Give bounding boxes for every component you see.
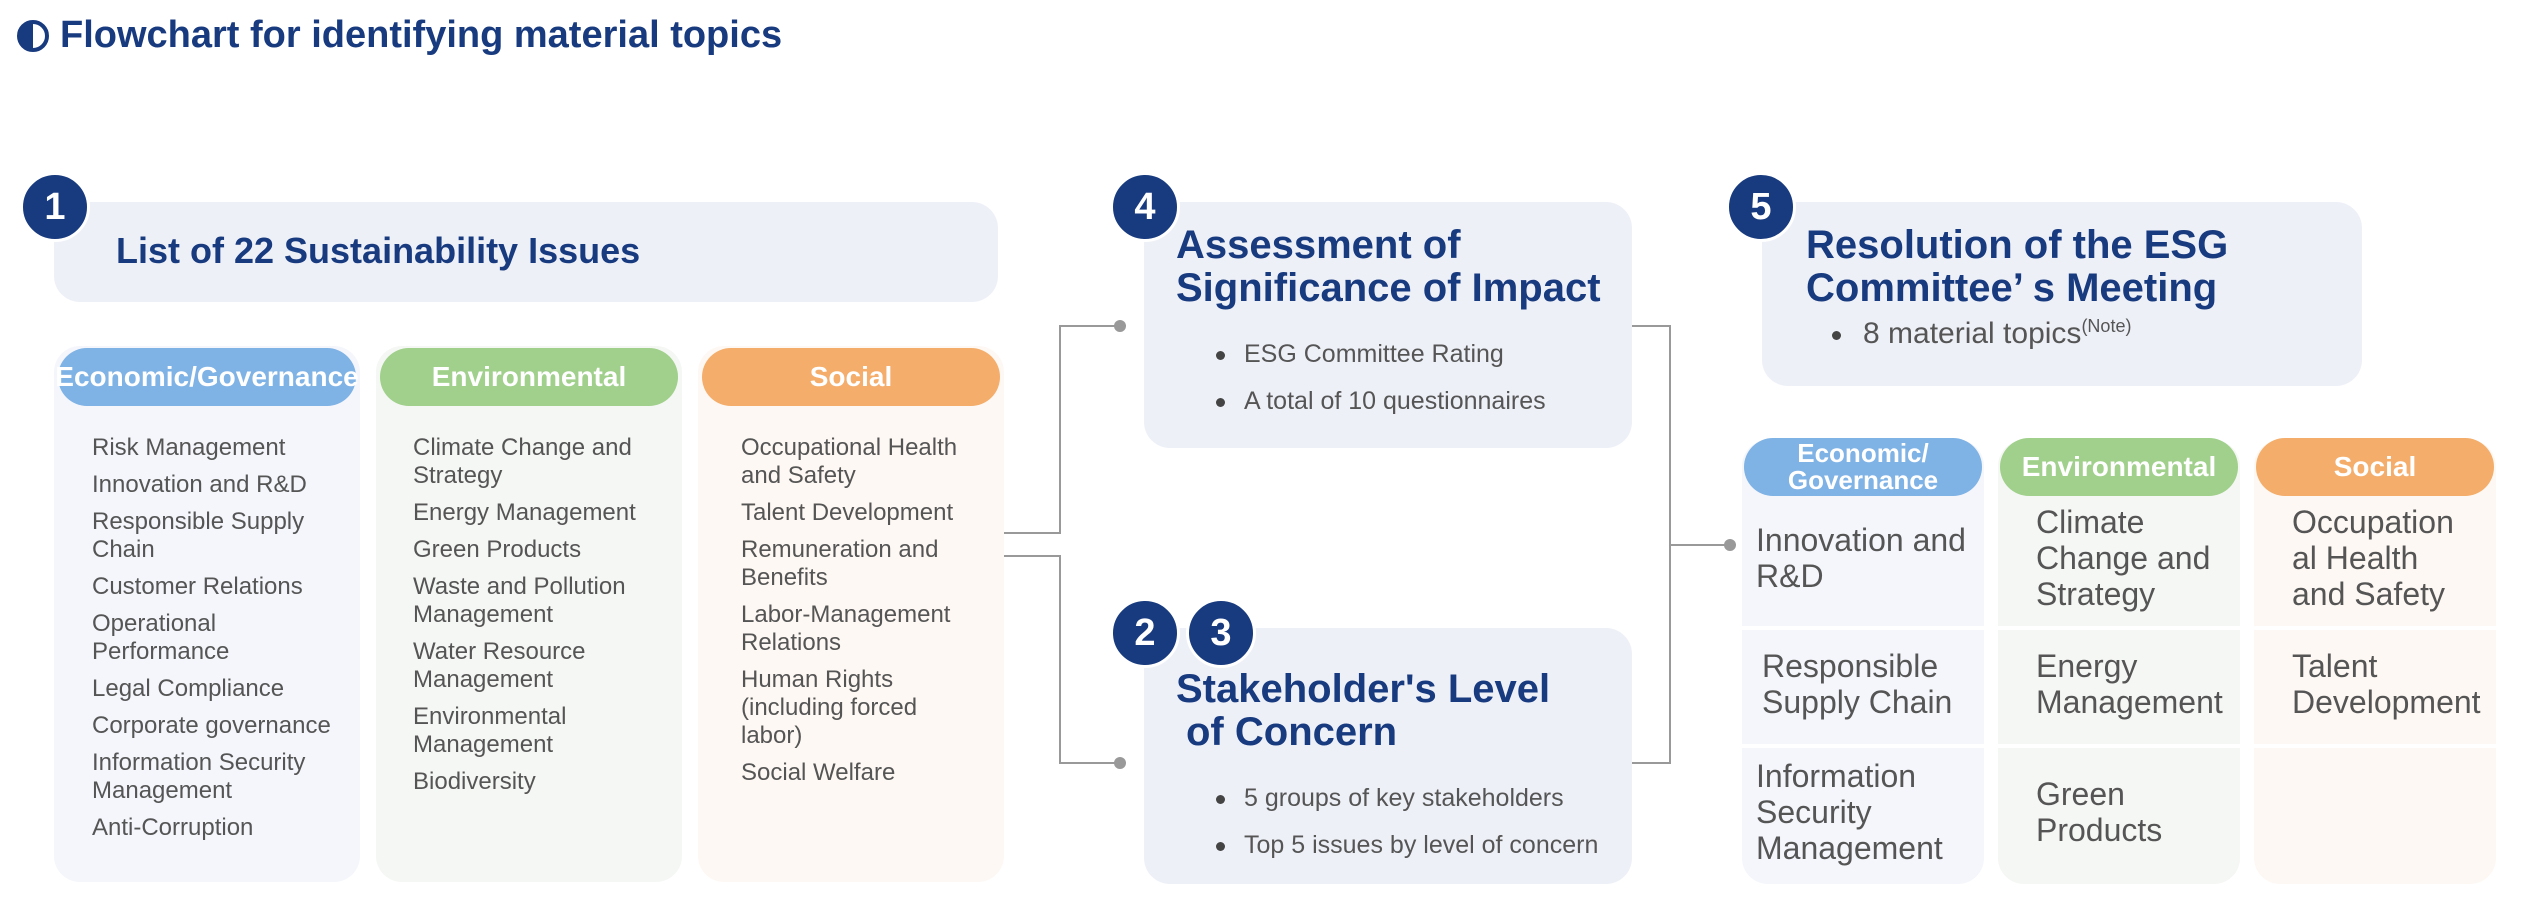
step-2-badge: 2 — [1110, 598, 1180, 668]
material-cell: Innovation and R&D — [1756, 522, 1966, 594]
assessment-title: Assessment of Significance of Impact — [1176, 223, 1601, 310]
stakeholder-panel — [1144, 628, 1632, 884]
material-cell: Occupation al Health and Safety — [2292, 504, 2454, 612]
material-social-column — [2254, 440, 2496, 884]
list-item: Remuneration and Benefits — [741, 536, 939, 591]
material-economic-column — [1742, 440, 1984, 884]
page-title: Flowchart for identifying material topic… — [60, 14, 783, 56]
material-cell: Climate Change and Strategy — [2036, 504, 2211, 612]
step-1-badge: 1 — [20, 172, 90, 242]
list-item: Top 5 issues by level of concern — [1206, 831, 1598, 860]
connector-dot-stakeholder — [1114, 757, 1126, 769]
list-item: Talent Development — [741, 499, 954, 526]
connector-dot-assessment — [1114, 320, 1126, 332]
issues-title-panel — [54, 202, 998, 302]
list-item: Innovation and R&D — [92, 471, 307, 498]
issues-title: List of 22 Sustainability Issues — [116, 230, 641, 271]
list-item: Corporate governance — [92, 712, 331, 739]
economic-pill: Economic/Governance — [55, 348, 359, 406]
material-cell: Information Security Management — [1756, 758, 1943, 866]
row-divider — [1742, 626, 2496, 630]
step-4-badge: 4 — [1110, 172, 1180, 242]
material-cell: Responsible Supply Chain — [1762, 648, 1953, 720]
connector-dot-resolution — [1724, 539, 1736, 551]
material-cell: Green Products — [2036, 776, 2163, 848]
note-superscript: (Note) — [2081, 316, 2132, 336]
list-item: Operational Performance — [92, 610, 230, 665]
material-cell: Energy Management — [2036, 648, 2223, 720]
economic-issue-list: Risk Management Innovation and R&D Respo… — [92, 434, 352, 851]
list-item: Water Resource Management — [413, 638, 586, 693]
list-item: Social Welfare — [741, 759, 896, 786]
economic-column — [54, 346, 360, 882]
connector-issues-to-assessment — [1004, 325, 1120, 534]
assessment-panel — [1144, 202, 1632, 448]
material-economic-pill: Economic/ Governance — [1744, 438, 1982, 496]
list-item: ESG Committee Rating — [1206, 340, 1546, 369]
list-item: Biodiversity — [413, 768, 536, 795]
list-item: Human Rights (including forced labor) — [741, 666, 918, 749]
half-circle-icon — [17, 19, 49, 52]
list-item: Labor-Management Relations — [741, 601, 951, 656]
bullet-dot — [1832, 330, 1841, 340]
resolution-panel — [1762, 202, 2362, 386]
row-divider — [1742, 744, 2496, 748]
connector-assessment-to-resolution — [1630, 325, 1730, 546]
list-item: Responsible Supply Chain — [92, 508, 305, 563]
list-item: Legal Compliance — [92, 675, 285, 702]
material-cell: Talent Development — [2292, 648, 2481, 720]
material-environmental-column — [1998, 440, 2240, 884]
stakeholder-bullets: 5 groups of key stakeholders Top 5 issue… — [1206, 784, 1598, 878]
resolution-bullet: 8 material topics(Note) — [1832, 316, 2131, 351]
step-3-badge: 3 — [1186, 598, 1256, 668]
stakeholder-title: Stakeholder's Level of Concern — [1176, 667, 1551, 754]
list-item: Waste and Pollution Management — [413, 573, 626, 628]
list-item: Anti-Corruption — [92, 814, 254, 841]
list-item: Occupational Health and Safety — [741, 434, 958, 489]
resolution-title: Resolution of the ESG Committee’ s Meeti… — [1806, 223, 2229, 310]
list-item: 5 groups of key stakeholders — [1206, 784, 1598, 813]
title-row: Flowchart for identifying material topic… — [16, 14, 782, 57]
connector-issues-to-stakeholder — [1004, 555, 1120, 764]
environmental-column — [376, 346, 682, 882]
list-item: Energy Management — [413, 499, 636, 526]
connector-stakeholder-to-resolution — [1630, 545, 1671, 764]
list-item: Customer Relations — [92, 573, 303, 600]
environmental-issue-list: Climate Change and Strategy Energy Manag… — [413, 434, 663, 805]
social-issue-list: Occupational Health and Safety Talent De… — [741, 434, 991, 796]
list-item: A total of 10 questionnaires — [1206, 387, 1546, 416]
material-environmental-pill: Environmental — [2000, 438, 2238, 496]
list-item: Green Products — [413, 536, 582, 563]
step-5-badge: 5 — [1726, 172, 1796, 242]
list-item: Environmental Management — [413, 703, 567, 758]
environmental-pill: Environmental — [380, 348, 678, 406]
social-pill: Social — [702, 348, 1000, 406]
list-item: Risk Management — [92, 434, 286, 461]
list-item: Climate Change and Strategy — [413, 434, 632, 489]
social-column — [698, 346, 1004, 882]
list-item: Information Security Management — [92, 749, 306, 804]
material-social-pill: Social — [2256, 438, 2494, 496]
assessment-bullets: ESG Committee Rating A total of 10 quest… — [1206, 340, 1546, 434]
